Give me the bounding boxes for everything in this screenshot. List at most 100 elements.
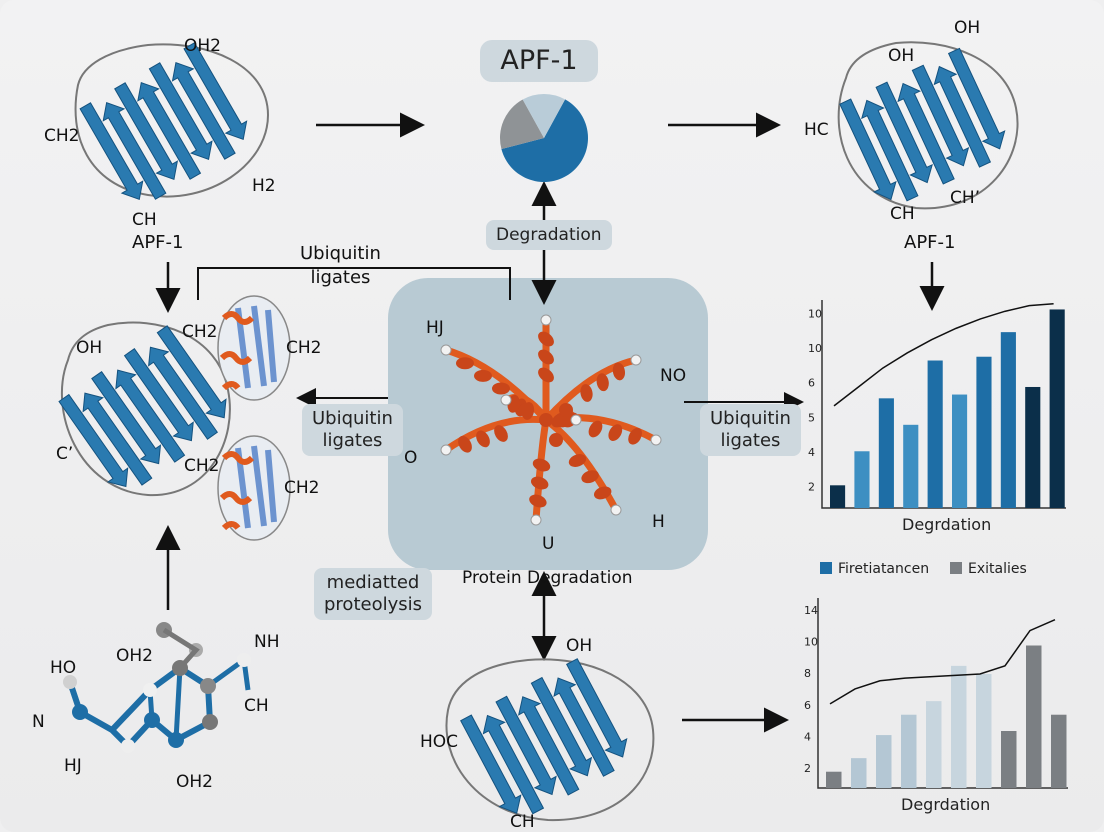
x-axis-label: Degrdation <box>902 515 991 534</box>
helix-turn <box>581 470 599 484</box>
y-tick-label: 2 <box>804 762 811 775</box>
degradation-label: Degradation <box>486 220 612 250</box>
chem-label: NO <box>660 366 687 386</box>
beta-strand <box>530 676 593 777</box>
helix-turn <box>538 349 554 365</box>
atom-node <box>519 403 533 417</box>
chem-label: CH’ <box>950 188 981 208</box>
helix-turn <box>612 362 626 381</box>
bar <box>903 424 919 508</box>
helix-turn <box>458 435 472 453</box>
beta-strand <box>566 658 628 758</box>
beta-strand <box>114 82 179 180</box>
chem-label: CH2 <box>44 126 80 146</box>
chem-label: H2 <box>252 176 276 196</box>
y-tick-label: 10 <box>804 636 818 649</box>
legend-label: Exitalies <box>968 561 1027 577</box>
beta-strand <box>482 714 545 815</box>
helix-turn <box>492 382 510 395</box>
helix-turn <box>529 494 547 508</box>
y-tick-label: 8 <box>804 667 811 680</box>
bar <box>927 360 943 508</box>
helix-arm <box>442 415 550 454</box>
chem-label: O <box>404 448 418 468</box>
bar <box>1026 645 1042 788</box>
trend-line <box>833 303 1054 407</box>
helix-turn <box>568 454 587 467</box>
bar <box>1000 332 1016 508</box>
bar <box>901 714 917 788</box>
y-tick-label: 10 <box>808 307 822 320</box>
atom-node <box>559 403 573 417</box>
atom-node <box>440 444 452 456</box>
mediated-proteolysis-label: mediatted proteolysis <box>314 568 432 620</box>
chem-label: CH <box>510 812 535 832</box>
helix-turn <box>530 476 549 490</box>
beta-strand <box>115 369 186 463</box>
beta-sheets <box>460 658 628 815</box>
y-tick-label: 4 <box>804 731 811 744</box>
apf1-right-label: APF-1 <box>904 232 956 253</box>
beta-strand <box>91 370 162 465</box>
chem-label: OH <box>888 46 915 66</box>
helix-turn <box>538 331 554 347</box>
protein-bottom-center <box>445 658 655 822</box>
beta-strand <box>460 714 522 814</box>
chem-label: HJ <box>426 318 444 338</box>
molecule-bottom-left <box>63 622 251 753</box>
y-tick-label: 10 <box>808 342 822 355</box>
protein-mid-left <box>58 321 231 497</box>
ubiquitin-left-label: Ubiquitin ligates <box>302 404 403 456</box>
apf1-title: APF-1 <box>480 40 598 82</box>
small-protein-upper <box>217 295 291 401</box>
beta-strand <box>911 64 970 167</box>
chem-label: CH <box>132 210 157 230</box>
beta-strand <box>839 98 897 201</box>
bar <box>854 451 870 508</box>
chem-label: HO <box>50 658 77 678</box>
beta-strand <box>183 42 248 140</box>
pie-chart <box>500 94 588 182</box>
legend-swatch <box>820 562 832 574</box>
chem-label: U <box>542 534 555 554</box>
atom-node <box>540 314 552 326</box>
y-tick-label: 6 <box>804 699 811 712</box>
bar <box>976 356 992 508</box>
protein-degradation-label: Protein Degradation <box>462 568 633 588</box>
pie-slice <box>501 99 588 182</box>
beta-strand <box>148 62 213 160</box>
helix-turn <box>596 373 609 392</box>
chem-label: NH <box>254 632 280 652</box>
bar <box>1025 386 1041 508</box>
small-protein-lower <box>217 435 291 541</box>
ubiquitin-complex <box>440 314 662 526</box>
helix-turn <box>494 425 508 442</box>
beta-strand <box>58 393 129 488</box>
protein-top-left <box>74 42 270 200</box>
beta-strand <box>495 695 557 796</box>
trend-line <box>829 619 1056 705</box>
helix-turn <box>476 430 490 448</box>
helix-turn <box>580 384 593 402</box>
beta-strand <box>553 677 615 777</box>
y-tick-label: 6 <box>808 377 815 390</box>
chem-label: H <box>652 512 665 532</box>
bracket-connector <box>197 267 511 300</box>
y-tick-label: 4 <box>808 446 815 459</box>
atom-node <box>539 413 553 427</box>
chem-label: OH2 <box>176 772 213 792</box>
atom-node <box>650 434 662 446</box>
beta-strand <box>171 62 236 160</box>
beta-strand <box>947 47 1006 150</box>
chem-label: HC <box>804 120 829 140</box>
atom-node <box>610 504 622 516</box>
atom-node <box>440 344 452 356</box>
bar <box>830 485 846 508</box>
chem-label: OH <box>76 338 103 358</box>
helix-turn <box>474 369 492 382</box>
chem-label: HOC <box>420 732 459 752</box>
